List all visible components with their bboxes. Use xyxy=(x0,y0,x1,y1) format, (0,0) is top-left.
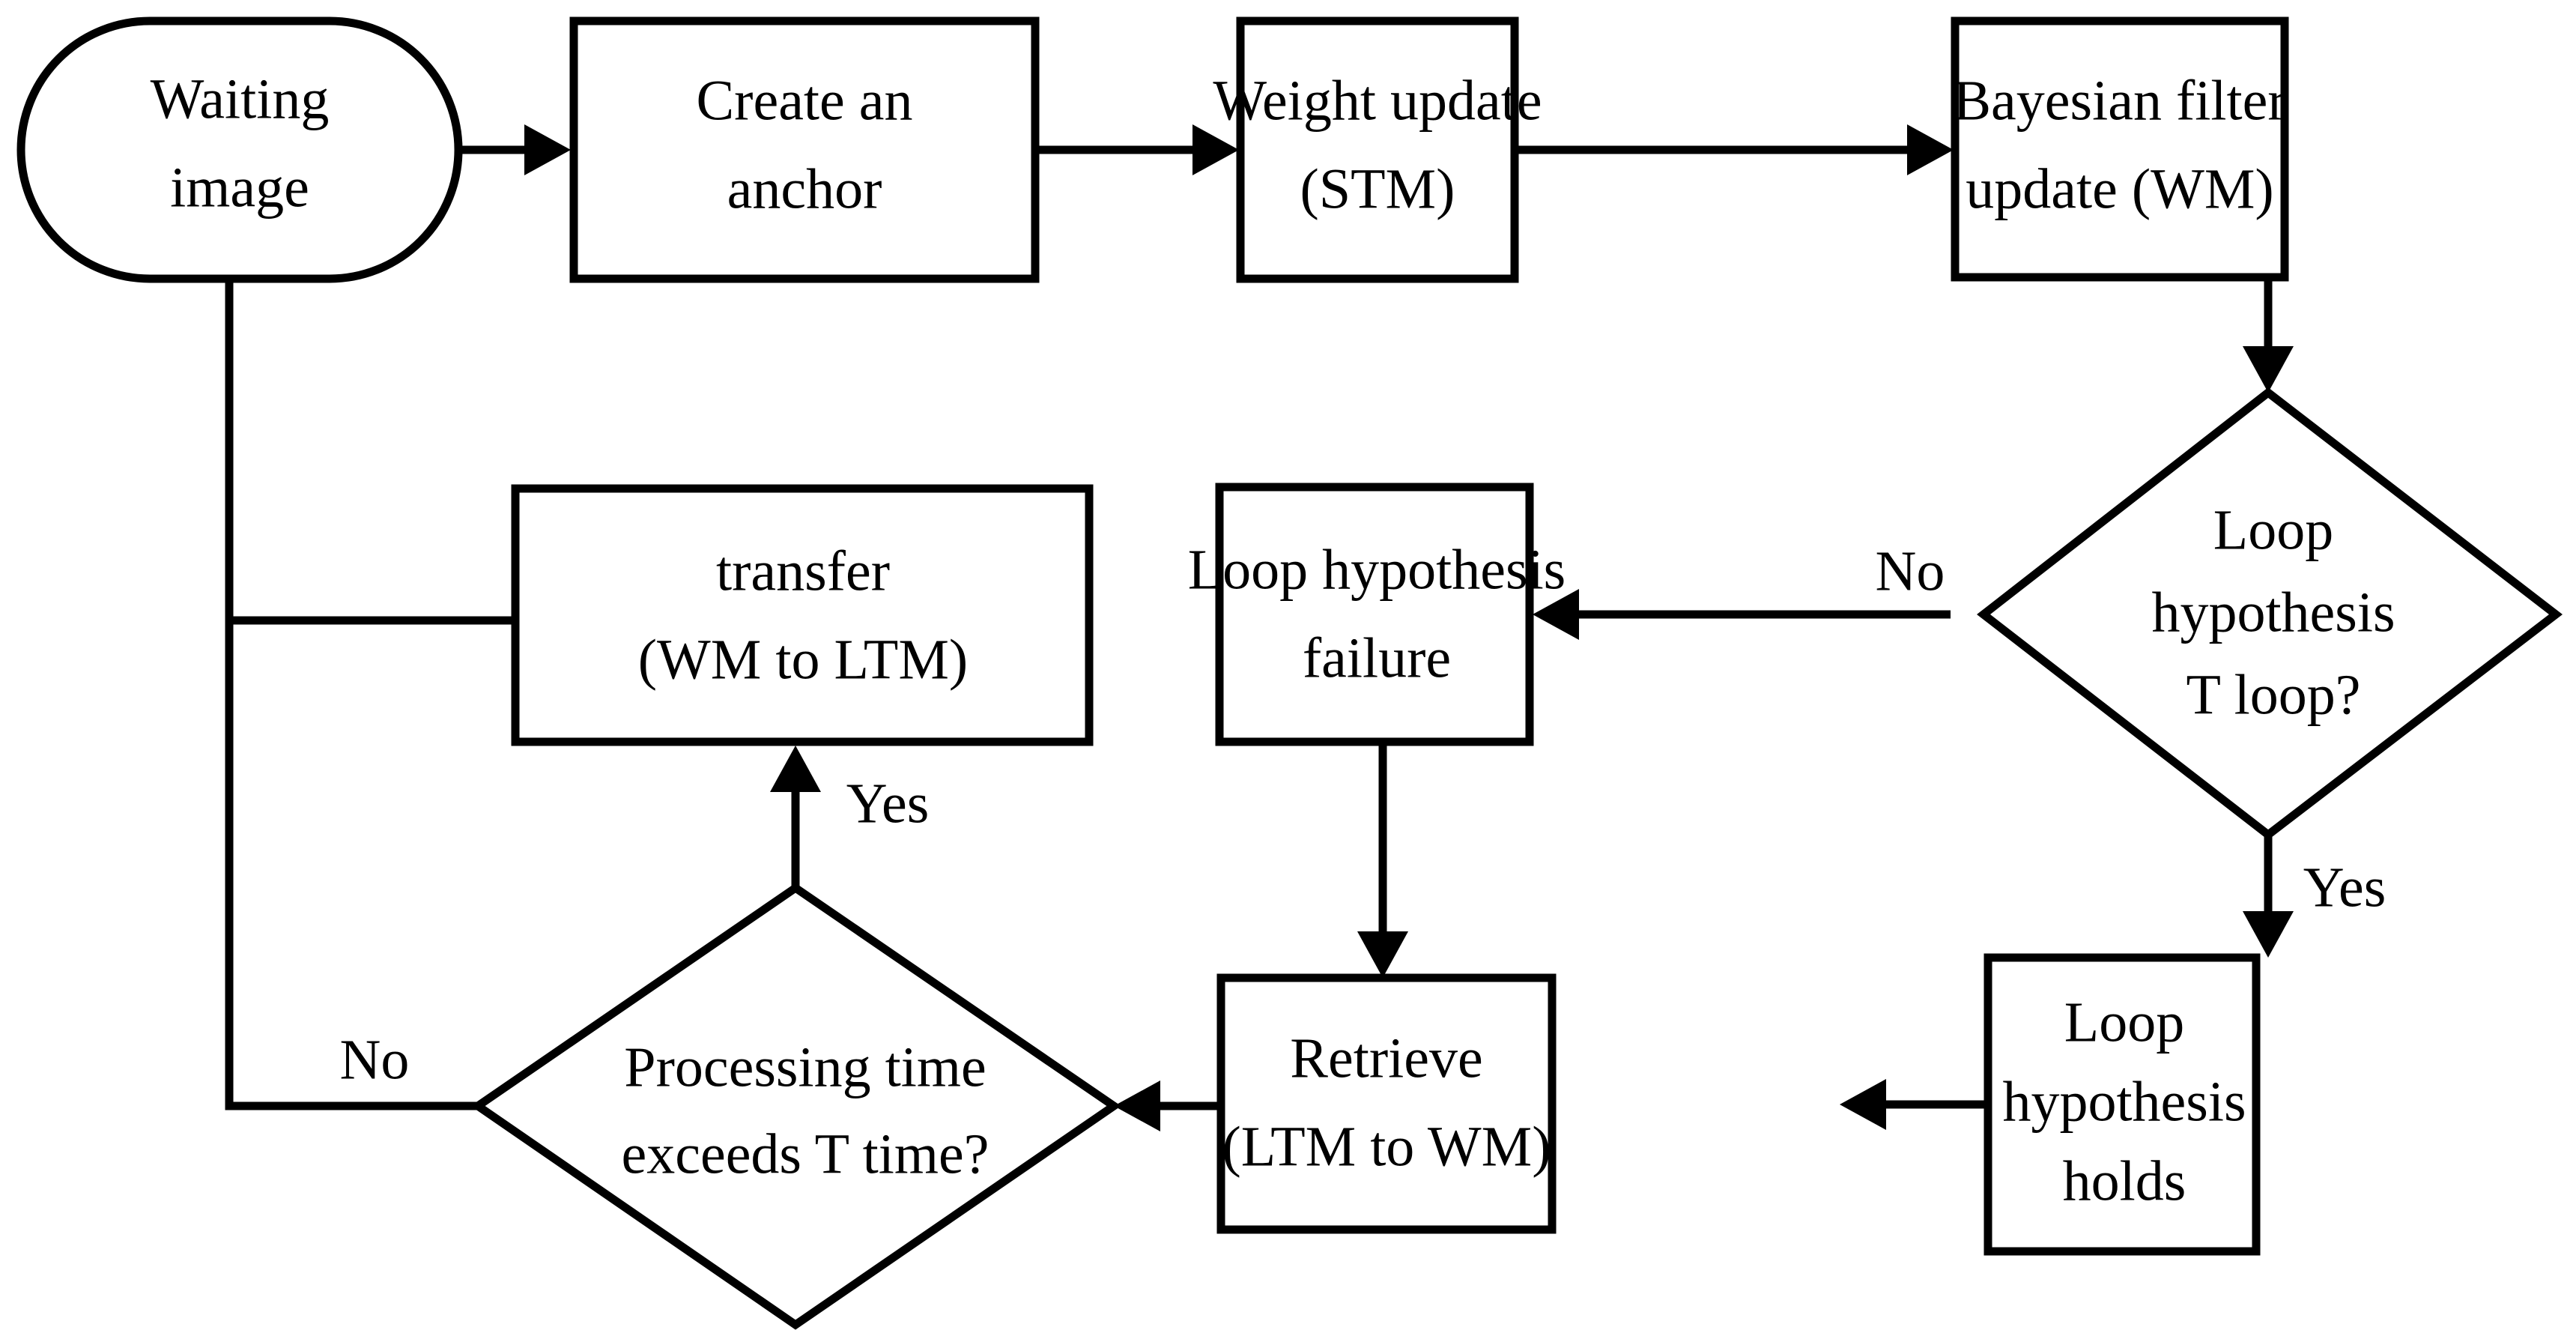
weight-update-label-line1: Weight update xyxy=(1213,69,1542,132)
edge-waiting-to-create xyxy=(458,124,571,175)
edge-retrieve-to-timedecision xyxy=(1114,1080,1219,1131)
loop-hypothesis-t-loop-label-line3: T loop? xyxy=(2186,663,2361,726)
loop-hypothesis-t-loop-label-line2: hypothesis xyxy=(2151,581,2395,644)
waiting-image-shape[interactable] xyxy=(16,16,463,283)
waiting-image-label-line1: Waiting xyxy=(151,67,330,130)
node-loop-hypothesis-failure[interactable]: Loop hypothesis failure xyxy=(1188,483,1566,746)
loop-hypothesis-failure-label-line2: failure xyxy=(1303,626,1451,689)
loop-hypothesis-t-loop-label-line1: Loop xyxy=(2213,498,2333,561)
loop-hypothesis-holds-label-line3: holds xyxy=(2063,1149,2186,1212)
node-create-anchor[interactable]: Create an anchor xyxy=(569,16,1040,283)
loop-hypothesis-holds-label-line2: hypothesis xyxy=(2002,1070,2246,1133)
loop-hypothesis-failure-label-line1: Loop hypothesis xyxy=(1188,538,1566,601)
bayesian-filter-update-label-line2: update (WM) xyxy=(1966,157,2274,220)
processing-time-exceeds-shape[interactable] xyxy=(470,883,1121,1330)
arrowhead-icon xyxy=(1114,1080,1160,1131)
arrowhead-icon xyxy=(1907,124,1954,175)
bayesian-filter-update-label-line1: Bayesian filter xyxy=(1953,69,2286,132)
arrowhead-icon xyxy=(1192,124,1239,175)
edge-bayesian-to-loopdecision xyxy=(2243,277,2294,393)
retrieve-ltm-wm-label-line1: Retrieve xyxy=(1290,1027,1482,1089)
create-anchor-shape[interactable] xyxy=(569,16,1040,283)
edge-create-to-weight xyxy=(1035,124,1239,175)
arrowhead-icon xyxy=(1357,931,1408,978)
transfer-wm-ltm-shape[interactable] xyxy=(511,484,1094,746)
weight-update-shape[interactable] xyxy=(1236,16,1519,283)
create-anchor-label-line1: Create an xyxy=(696,69,912,132)
waiting-image-label-line2: image xyxy=(170,156,309,219)
transfer-wm-ltm-label-line1: transfer xyxy=(716,539,890,602)
retrieve-ltm-wm-shape[interactable] xyxy=(1216,973,1557,1234)
node-loop-hypothesis-t-loop[interactable]: Loop hypothesis T loop? xyxy=(1977,387,2563,840)
edge-timedecision-yes-to-transfer xyxy=(770,746,821,888)
loop-hypothesis-holds-label-line1: Loop xyxy=(2064,991,2184,1054)
transfer-wm-ltm-label-line2: (WM to LTM) xyxy=(638,628,969,691)
arrowhead-icon xyxy=(2243,346,2294,393)
edge-loopdecision-yes-to-holds xyxy=(2243,835,2294,958)
edge-holds-to-retrieve xyxy=(1840,1079,1986,1130)
arrowhead-icon xyxy=(770,746,821,792)
edge-line xyxy=(225,225,478,1110)
edge-label-time-yes: Yes xyxy=(846,772,930,835)
arrowhead-icon xyxy=(2243,911,2294,958)
processing-time-exceeds-label-line1: Processing time xyxy=(624,1036,986,1098)
edge-label-loop-yes: Yes xyxy=(2303,856,2386,919)
arrowhead-icon xyxy=(1840,1079,1886,1130)
loop-hypothesis-holds-shape[interactable] xyxy=(1983,953,2261,1256)
bayesian-filter-update-shape[interactable] xyxy=(1951,16,2289,282)
edge-weight-to-bayesian xyxy=(1515,124,1954,175)
edge-label-loop-no: No xyxy=(1876,539,1945,602)
loop-hypothesis-t-loop-shape[interactable] xyxy=(1977,387,2563,840)
node-waiting-image[interactable]: Waiting image xyxy=(16,16,463,283)
edge-label-time-no: No xyxy=(340,1028,410,1091)
node-transfer-wm-ltm[interactable]: transfer (WM to LTM) xyxy=(511,484,1094,746)
processing-time-exceeds-label-line2: exceeds T time? xyxy=(622,1122,990,1185)
loop-hypothesis-failure-shape[interactable] xyxy=(1215,483,1534,746)
edge-loopdecision-no-to-failure xyxy=(1533,589,1951,640)
node-loop-hypothesis-holds[interactable]: Loop hypothesis holds xyxy=(1983,953,2261,1256)
retrieve-ltm-wm-label-line2: (LTM to WM) xyxy=(1222,1115,1551,1178)
arrowhead-icon xyxy=(1533,589,1579,640)
node-weight-update[interactable]: Weight update (STM) xyxy=(1213,16,1542,283)
node-processing-time-exceeds[interactable]: Processing time exceeds T time? xyxy=(470,883,1121,1330)
node-bayesian-filter-update[interactable]: Bayesian filter update (WM) xyxy=(1951,16,2289,282)
weight-update-label-line2: (STM) xyxy=(1300,157,1455,220)
create-anchor-label-line2: anchor xyxy=(727,157,882,220)
node-retrieve-ltm-wm[interactable]: Retrieve (LTM to WM) xyxy=(1216,973,1557,1234)
edge-failure-to-retrieve xyxy=(1357,742,1408,978)
arrowhead-icon xyxy=(524,124,571,175)
edge-timedecision-no-to-waiting xyxy=(204,193,478,1110)
